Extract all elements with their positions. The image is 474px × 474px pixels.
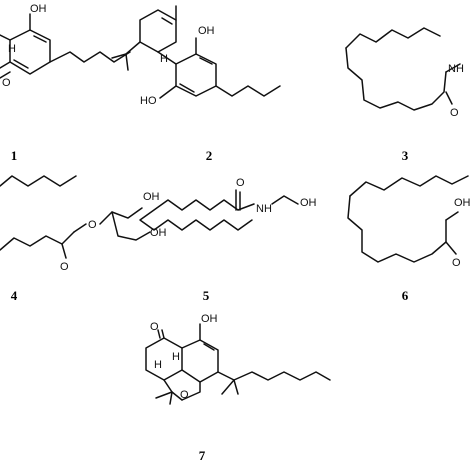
compound-5-label-2: OH: [300, 197, 317, 209]
compound-3-number: 3: [402, 148, 409, 163]
compound-6-number: 6: [402, 288, 409, 303]
compound-7-number: 7: [199, 448, 206, 463]
compound-2-label-1: H: [160, 53, 168, 65]
compound-1-label-1: H: [8, 43, 16, 55]
compound-4-structure: O OH OH O: [0, 175, 167, 273]
compound-6-label-0: OH: [454, 197, 471, 209]
compound-6-label-1: O: [452, 257, 461, 269]
compound-4-label-3: O: [60, 261, 69, 273]
compound-4-label-1: OH: [143, 191, 160, 203]
compound-5-number: 5: [203, 288, 210, 303]
compound-4-label-0: O: [88, 219, 97, 231]
compound-2-number: 2: [206, 148, 213, 163]
compound-4-number: 4: [11, 288, 18, 303]
compound-3-label-0: NH: [448, 63, 464, 75]
compound-5-label-1: NH: [256, 203, 272, 215]
compound-1-label-2: O: [2, 77, 11, 89]
compound-7-structure: O OH H H O: [145, 313, 331, 405]
compound-5-label-0: O: [236, 177, 245, 189]
compound-7-label-1: OH: [201, 313, 218, 325]
compound-2-structure: OH H HO: [111, 5, 281, 107]
compound-2-label-2: HO: [140, 95, 157, 107]
compound-2-label-0: OH: [198, 25, 215, 37]
compound-7-label-2: H: [172, 351, 180, 363]
compound-7-label-0: O: [150, 321, 159, 333]
compound-6-structure: OH O: [347, 175, 471, 269]
compound-1-structure: OH H O: [0, 3, 131, 89]
compound-1-label-0: OH: [30, 3, 47, 15]
compound-5-structure: O NH OH: [139, 177, 317, 231]
compound-3-label-1: O: [450, 107, 459, 119]
compound-3-structure: NH O: [345, 27, 464, 119]
compound-1-number: 1: [11, 148, 18, 163]
compound-7-label-4: O: [180, 389, 189, 401]
compound-7-label-3: H: [154, 359, 162, 371]
